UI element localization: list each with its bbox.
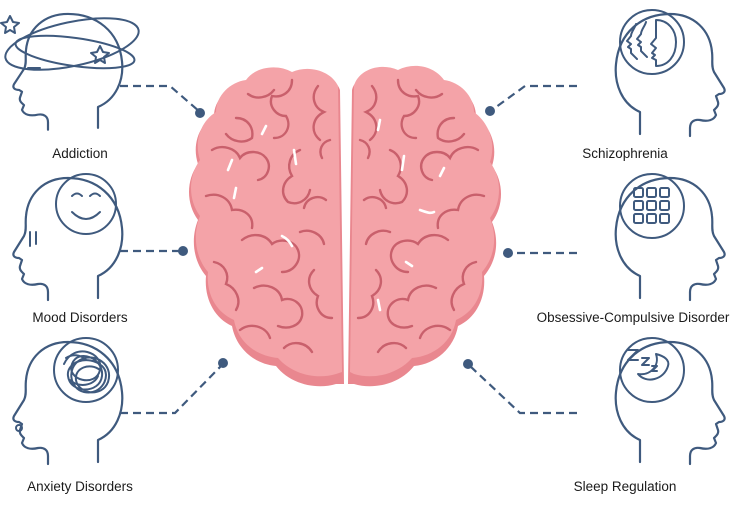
connector-dot-sleep [463,359,473,369]
tangled-scribble-icon [15,337,119,432]
smiley-face-icon [29,173,117,247]
connector-dot-mood [178,246,188,256]
head-sleep [614,337,726,466]
label-ocd: Obsessive-Compulsive Disorder [536,310,730,325]
connector-dot-ocd [503,248,513,258]
connector-dot-anxiety [218,358,228,368]
label-mood-disorders: Mood Disorders [32,310,128,325]
brain-left-highlights [226,124,298,274]
label-anxiety-disorders: Anxiety Disorders [27,479,133,494]
connector-dot-schizophrenia [485,106,495,116]
connector-sleep [469,365,577,415]
brain-illustration [189,65,501,387]
label-sleep-regulation: Sleep Regulation [573,479,677,494]
brain-left-folds [204,78,334,354]
head-anxiety [12,337,124,466]
head-ocd [614,173,726,302]
moon-zzz-icon [619,337,685,403]
grid-squares-icon [619,173,685,239]
head-mood [12,173,124,302]
connector-schizophrenia [491,84,577,111]
head-addiction [0,12,140,131]
label-addiction: Addiction [52,146,108,161]
label-schizophrenia: Schizophrenia [582,146,668,161]
multiple-faces-icon [619,9,685,75]
dizzy-stars-icon [0,15,140,71]
brain-right-folds [356,78,486,354]
connectors [120,84,577,415]
head-schizophrenia [614,9,726,138]
connector-addiction [120,84,201,113]
brain-right-highlights [376,118,446,312]
connector-anxiety [120,364,223,415]
brain-left-hemisphere [189,67,344,387]
brain-right-hemisphere [348,65,501,387]
connector-dot-addiction [195,108,205,118]
